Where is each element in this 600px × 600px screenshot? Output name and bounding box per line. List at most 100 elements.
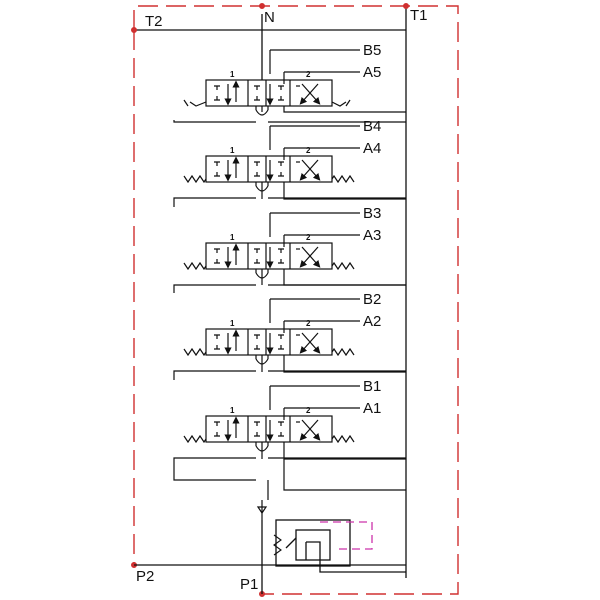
port-label-n: N xyxy=(264,9,275,26)
position-label-2: 2 xyxy=(306,319,311,328)
cross-arrow-icon xyxy=(299,246,319,268)
position-label-2: 2 xyxy=(306,146,311,155)
blocked-port-icon xyxy=(278,421,284,426)
spring-right-icon xyxy=(331,347,355,357)
blocked-port-icon xyxy=(278,96,284,101)
valve-body xyxy=(205,242,333,270)
cross-arrow-icon xyxy=(299,332,319,354)
blocked-port-icon xyxy=(278,259,284,264)
pressure-lines xyxy=(134,520,406,594)
crossover-arc xyxy=(255,355,269,359)
return-line xyxy=(283,106,406,113)
section-loop-line xyxy=(173,457,256,467)
position-label-1: 1 xyxy=(230,406,235,415)
blocked-port-icon xyxy=(254,85,260,90)
return-line xyxy=(283,269,406,286)
blocked-port-icon xyxy=(214,421,220,426)
section-loop-line xyxy=(173,197,256,207)
port-label-b: B3 xyxy=(363,205,381,222)
return-line xyxy=(283,355,406,373)
port-dot-t2 xyxy=(131,27,137,33)
blocked-port-icon xyxy=(254,259,260,264)
port-dot-n xyxy=(259,3,265,9)
port-label-a: A4 xyxy=(363,140,381,157)
port-label-a: A2 xyxy=(363,313,381,330)
cross-arrow-icon xyxy=(299,83,319,105)
blocked-port-icon xyxy=(254,334,260,339)
blocked-port-icon xyxy=(214,161,220,166)
blocked-port-icon xyxy=(278,432,284,437)
detent-right-icon xyxy=(331,101,347,107)
blocked-port-icon xyxy=(214,85,220,90)
crossover-arc xyxy=(255,442,269,446)
blocked-port-icon xyxy=(214,432,220,437)
crossover-arc xyxy=(255,445,269,452)
inlet-check-valve xyxy=(256,500,268,520)
detent-right-icon xyxy=(345,99,351,107)
section-loop-line xyxy=(173,284,256,293)
valve-body xyxy=(205,415,333,443)
cross-arrow-icon xyxy=(299,159,319,181)
port-label-p1: P1 xyxy=(240,576,258,593)
spring-right-icon xyxy=(331,174,355,184)
crossover-arc xyxy=(255,358,269,365)
crossover-arc xyxy=(255,109,269,116)
blocked-port-icon xyxy=(214,96,220,101)
port-label-p2: P2 xyxy=(136,568,154,585)
blocked-port-icon xyxy=(214,172,220,177)
blocked-port-icon xyxy=(278,345,284,350)
detent-left-icon xyxy=(183,99,189,107)
spring-left-icon xyxy=(183,261,207,271)
crossover-arc xyxy=(255,272,269,279)
valve-body xyxy=(205,155,333,183)
blocked-port-icon xyxy=(278,161,284,166)
blocked-port-icon xyxy=(254,161,260,166)
return-line xyxy=(283,459,406,491)
position-label-1: 1 xyxy=(230,146,235,155)
tank-line xyxy=(134,6,407,578)
blocked-port-icon xyxy=(278,172,284,177)
section-loop-line xyxy=(173,467,256,481)
bottom-loop xyxy=(173,459,406,500)
spring-left-icon xyxy=(183,434,207,444)
blocked-port-icon xyxy=(214,248,220,253)
return-line xyxy=(283,442,406,460)
port-label-t1: T1 xyxy=(410,7,428,24)
spring-left-icon xyxy=(183,174,207,184)
blocked-port-icon xyxy=(278,248,284,253)
spring-right-icon xyxy=(331,434,355,444)
port-label-b: B2 xyxy=(363,291,381,308)
port-dot-t1 xyxy=(403,3,409,9)
section-loop-line xyxy=(173,120,256,123)
boundary-dashed-line xyxy=(133,5,459,595)
crossover-arc xyxy=(255,106,269,110)
port-label-b: B4 xyxy=(363,118,381,135)
port-a-leader xyxy=(283,407,360,420)
relief-valve xyxy=(273,519,406,573)
blocked-port-icon xyxy=(214,259,220,264)
blocked-port-icon xyxy=(254,172,260,177)
valve-body xyxy=(205,79,333,107)
return-line xyxy=(283,182,406,200)
blocked-port-icon xyxy=(254,421,260,426)
position-label-2: 2 xyxy=(306,406,311,415)
blocked-port-icon xyxy=(214,334,220,339)
port-label-a: A5 xyxy=(363,64,381,81)
blocked-port-icon xyxy=(254,96,260,101)
port-label-b: B5 xyxy=(363,42,381,59)
position-label-2: 2 xyxy=(306,70,311,79)
port-a-leader xyxy=(283,147,360,160)
cross-arrow-icon xyxy=(299,419,319,441)
position-label-1: 1 xyxy=(230,319,235,328)
spring-left-icon xyxy=(183,347,207,357)
detent-left-icon xyxy=(189,101,207,107)
valve-body xyxy=(205,328,333,356)
